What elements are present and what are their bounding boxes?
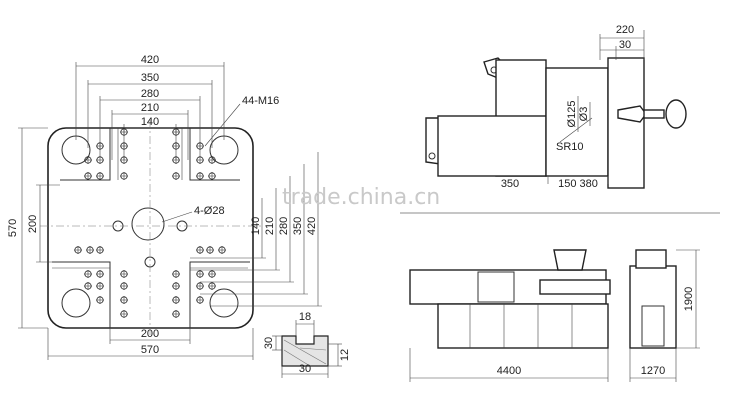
tiebar-hole — [61, 288, 91, 318]
dim-420-right: 420 — [306, 217, 318, 235]
dim-d3: Ø3 — [578, 107, 590, 122]
dim-210-top: 210 — [141, 102, 159, 114]
dim-140-right: 140 — [250, 217, 262, 235]
hole-label: 4-Ø28 — [194, 205, 225, 217]
nozzle-barrel — [643, 109, 665, 119]
dim-280-top: 280 — [141, 88, 159, 100]
dim-280-right: 280 — [278, 217, 290, 235]
dim-sr10: SR10 — [556, 141, 584, 153]
dim-d125: Ø125 — [566, 101, 578, 128]
t-slot-detail: 18 30 30 12 — [263, 311, 351, 378]
left-dimension-lines — [18, 127, 60, 329]
watermark: trade.china.cn — [282, 185, 440, 210]
dim-350-top: 350 — [141, 72, 159, 84]
bolt-leader — [204, 103, 241, 147]
platen-view: 420 350 280 210 140 44-M16 4-Ø28 570 200 — [7, 54, 322, 360]
hopper — [553, 249, 587, 271]
nozzle-knob — [665, 99, 687, 129]
tiebar-hole — [209, 288, 239, 318]
tiebar-cut-tr — [189, 128, 240, 181]
dim-570-bottom: 570 — [141, 344, 159, 356]
dim-30-bottom: 30 — [299, 363, 311, 375]
dim-18: 18 — [299, 311, 311, 323]
machine-base — [437, 303, 609, 349]
dim-420-top: 420 — [141, 54, 159, 66]
dim-1900: 1900 — [683, 287, 695, 311]
nozzle-housing — [607, 57, 645, 189]
tiebar-cut-tl — [60, 128, 111, 181]
dim-4400: 4400 — [497, 365, 521, 377]
bolt-label: 44-M16 — [242, 95, 279, 107]
dim-150-380: 150 380 — [558, 178, 598, 190]
top-dimension-lines — [75, 62, 225, 160]
dim-350-right: 350 — [292, 217, 304, 235]
machine-end-view — [629, 265, 677, 349]
dim-200-bottom: 200 — [141, 328, 159, 340]
injection-barrel — [539, 279, 611, 295]
clamp-body — [437, 115, 547, 177]
dim-30-left: 30 — [263, 337, 275, 349]
dim-210-right: 210 — [264, 217, 276, 235]
dim-1270: 1270 — [641, 365, 665, 377]
tiebar-cut-bl — [52, 261, 111, 328]
dim-30-nozzle: 30 — [619, 39, 631, 51]
dim-200-left: 200 — [27, 215, 39, 233]
bottom-dimension-lines — [47, 328, 254, 360]
platen-outline — [47, 127, 254, 329]
fixed-platen — [545, 67, 609, 177]
tiebar-cut-br — [189, 261, 250, 328]
dim-350-stroke: 350 — [501, 178, 519, 190]
right-dimension-lines — [190, 152, 322, 307]
dim-140-top: 140 — [141, 116, 159, 128]
dim-570-left: 570 — [7, 219, 19, 237]
dim-12-right: 12 — [339, 349, 351, 361]
center-hole — [131, 207, 165, 241]
machine-side-view: 4400 1270 1900 — [409, 249, 700, 382]
nozzle-side-view: 220 30 Ø125 Ø3 SR10 350 150 380 — [425, 24, 687, 190]
nozzle-tip — [617, 105, 647, 123]
hole-leader — [161, 211, 193, 223]
dim-220: 220 — [616, 24, 634, 36]
